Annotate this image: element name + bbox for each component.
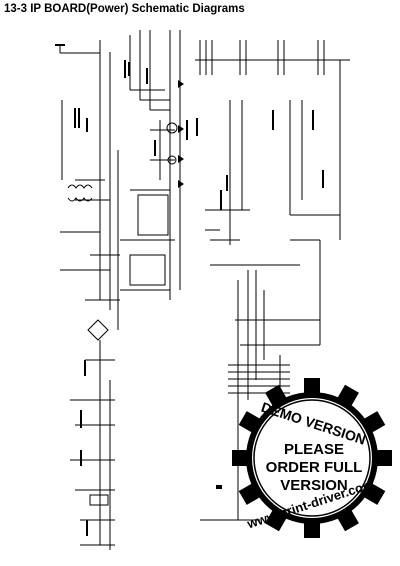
page-title: 13-3 IP BOARD(Power) Schematic Diagrams	[4, 3, 245, 15]
stamp-line1: PLEASE	[284, 441, 344, 458]
stamp-line2: ORDER FULL	[266, 459, 363, 476]
stamp-line3: VERSION	[280, 477, 348, 494]
demo-stamp: DEMO VERSION PLEASE ORDER FULL VERSION w…	[232, 378, 392, 538]
